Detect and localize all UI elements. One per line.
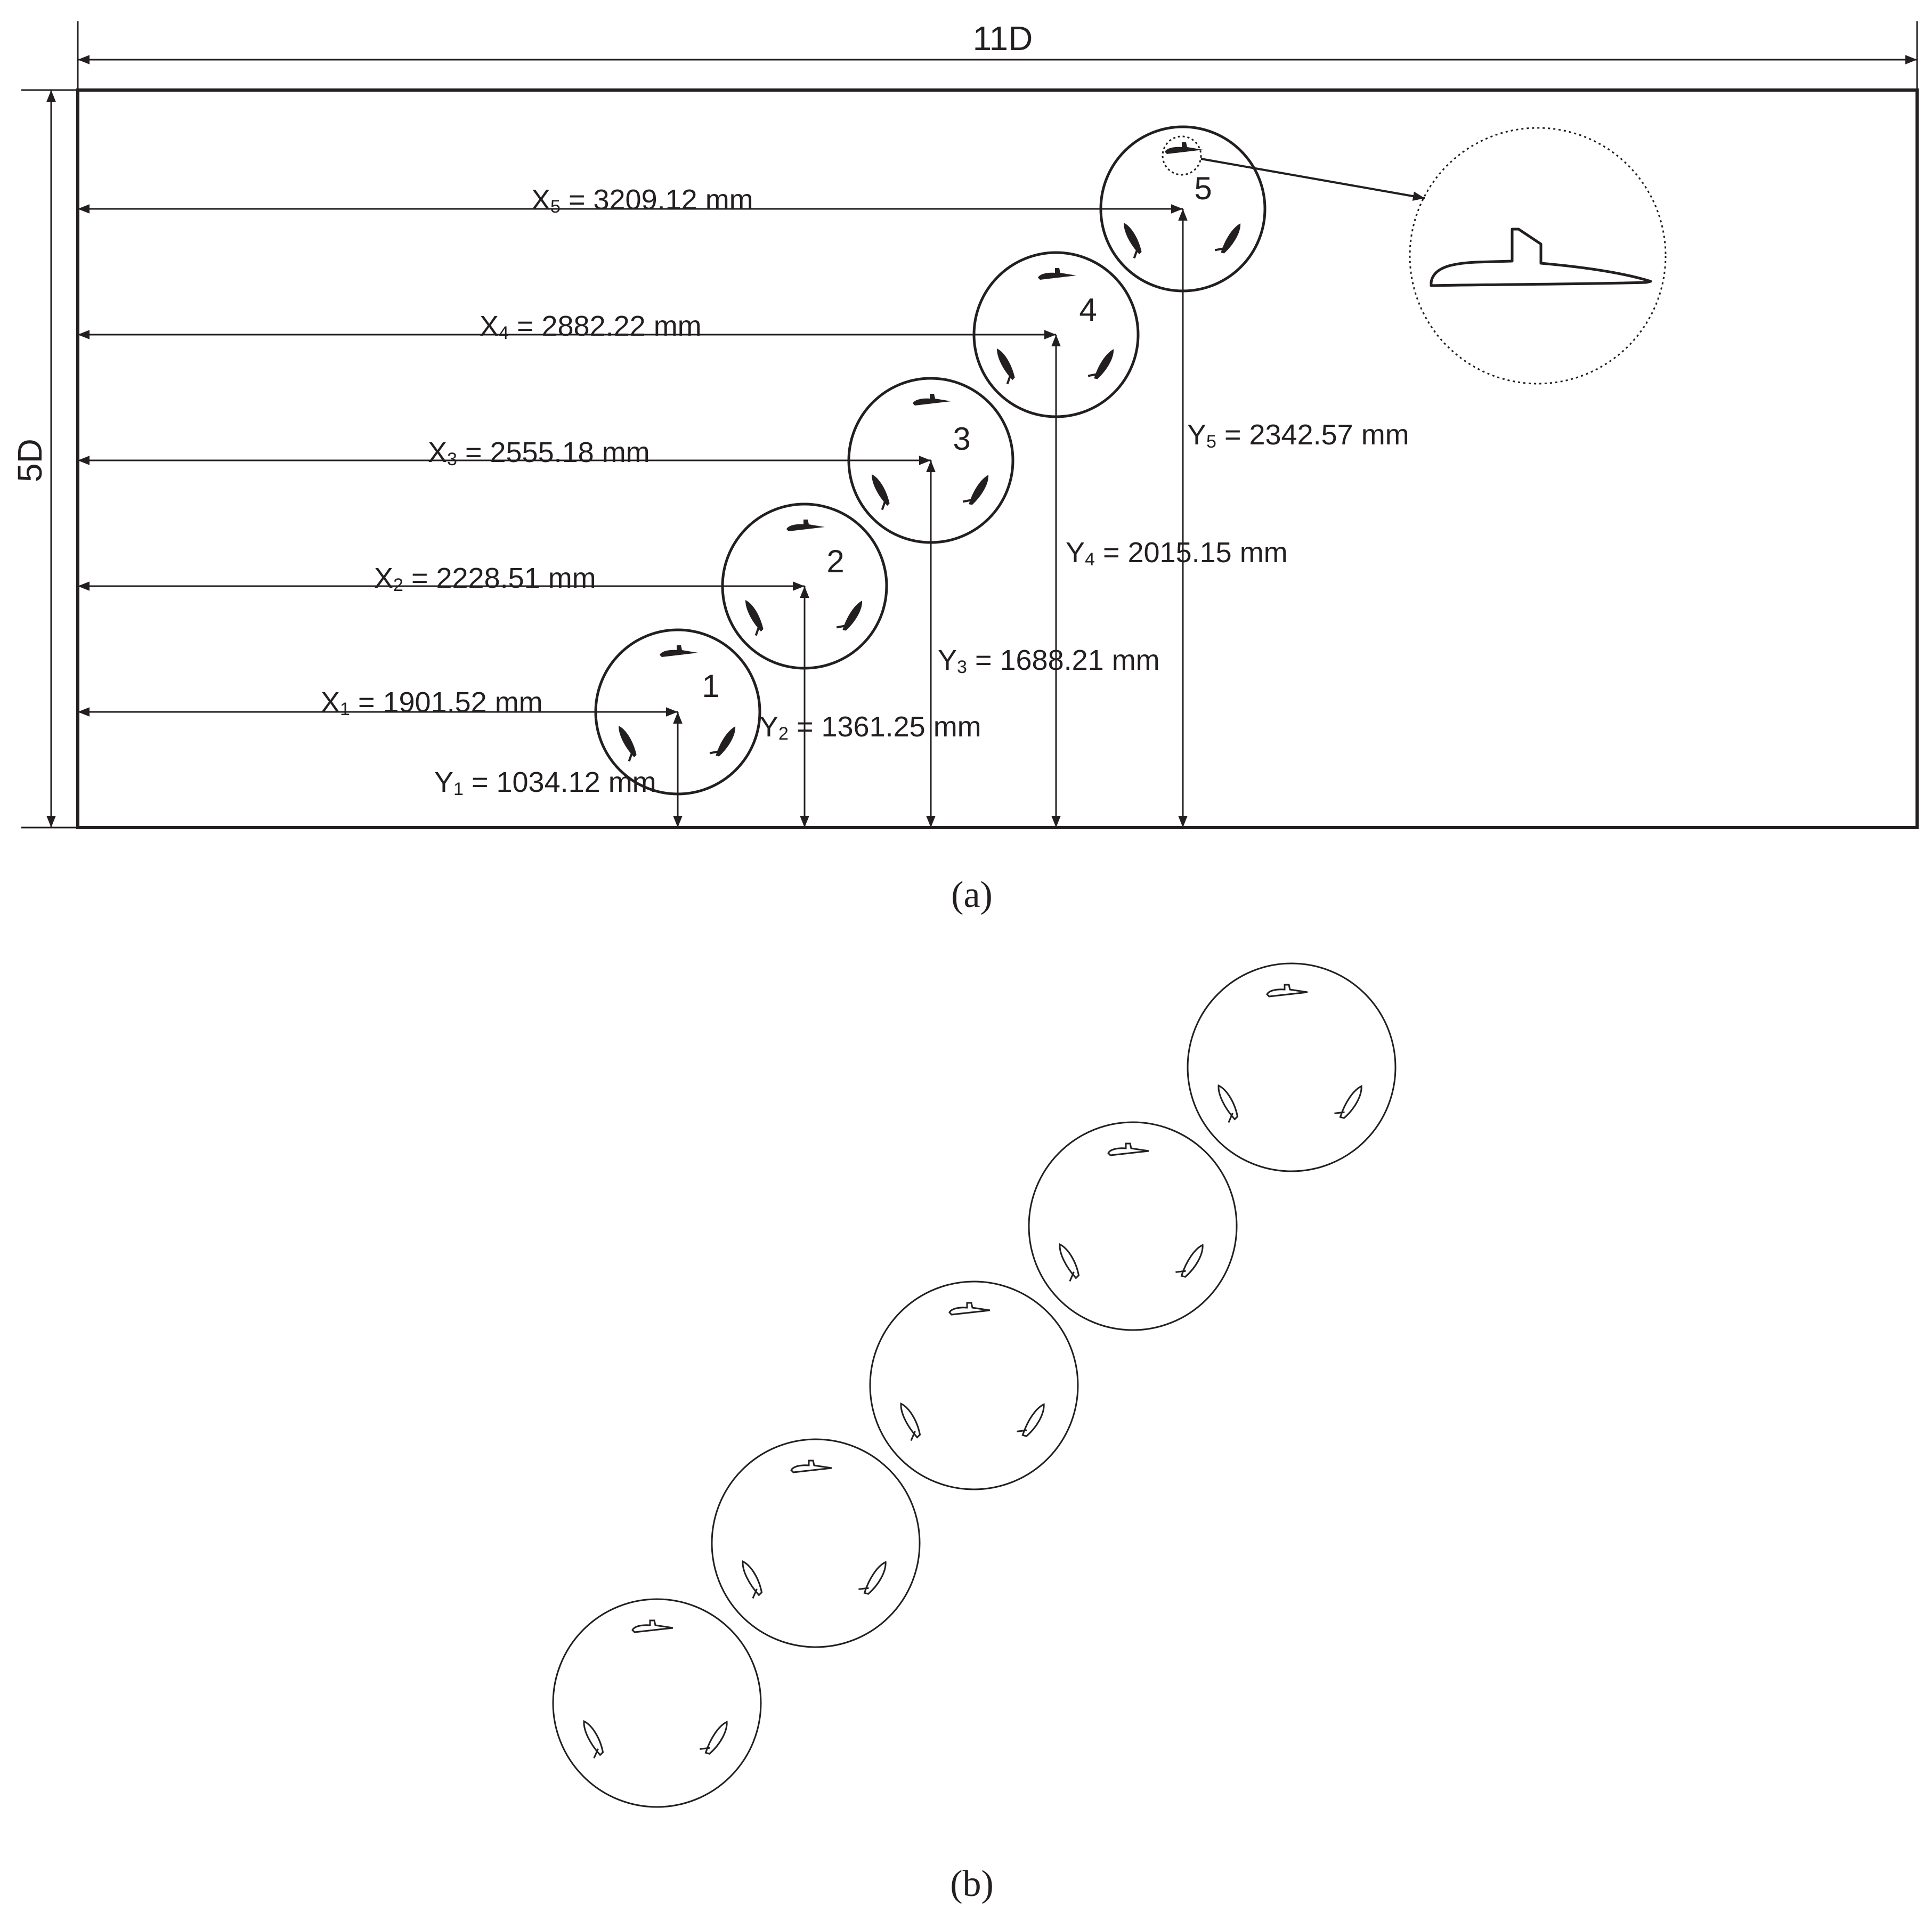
blade-right-icon xyxy=(1214,218,1245,258)
rotor-disk-b xyxy=(552,1598,762,1808)
blade-left-icon xyxy=(991,346,1018,384)
blade-right-icon xyxy=(699,1716,732,1757)
rotor-disk-circle xyxy=(1028,1121,1238,1331)
station-number: 1 xyxy=(702,668,719,704)
station-2: 2 X2 = 2228.51 mm Y2 = 1361.25 mm xyxy=(78,502,981,828)
y-coordinate-label: Y4 = 2015.15 mm xyxy=(1066,537,1288,570)
y-coordinate-label: Y3 = 1688.21 mm xyxy=(938,644,1160,677)
station-4: 4 X4 = 2882.22 mm Y4 = 2015.15 mm xyxy=(78,251,1288,828)
blade-left-icon xyxy=(1117,221,1145,258)
rotor-layout-view xyxy=(552,962,1397,1808)
x-coordinate-label: X2 = 2228.51 mm xyxy=(374,562,596,595)
submarine-icon xyxy=(660,645,698,657)
height-label: 5D xyxy=(11,439,49,482)
submarine-icon xyxy=(790,1460,833,1473)
zoom-source-circle xyxy=(1162,135,1202,176)
panel-b: (b) xyxy=(552,962,1397,1904)
width-label: 11D xyxy=(973,19,1033,58)
zoom-detail-circle xyxy=(1409,127,1667,385)
station-number: 5 xyxy=(1194,171,1212,206)
blade-right-icon xyxy=(857,1557,891,1598)
blade-left-icon xyxy=(1210,1082,1241,1124)
zoom-leader-arrow xyxy=(1200,158,1425,201)
x-coordinate-label: X4 = 2882.22 mm xyxy=(480,310,702,343)
y-coordinate-label: Y5 = 2342.57 mm xyxy=(1187,419,1409,452)
blade-right-icon xyxy=(709,721,740,761)
blade-right-icon xyxy=(835,595,867,635)
blade-left-icon xyxy=(892,1400,924,1442)
blade-right-icon xyxy=(962,469,993,509)
rotor-disk-circle xyxy=(711,1438,921,1648)
caption-a: (a) xyxy=(951,874,993,915)
rotor-disk-circle xyxy=(869,1280,1079,1490)
station-number: 3 xyxy=(953,421,970,457)
submarine-icon xyxy=(913,394,951,406)
x-coordinate-label: X1 = 1901.52 mm xyxy=(321,686,543,719)
submarine-icon xyxy=(631,1619,674,1633)
blade-right-icon xyxy=(1087,344,1118,384)
x-coordinate-label: X5 = 3209.12 mm xyxy=(531,184,753,217)
rotor-disk-circle xyxy=(1187,962,1397,1172)
rotor-disk-circle xyxy=(552,1598,762,1808)
blade-right-icon xyxy=(1016,1399,1049,1440)
blade-right-icon xyxy=(1174,1239,1208,1280)
submarine-icon xyxy=(786,520,825,531)
station-5: 5 X5 = 3209.12 mm Y5 = 2342.57 mm xyxy=(78,125,1409,828)
submarine-icon xyxy=(1107,1142,1150,1156)
submarine-icon xyxy=(1266,984,1309,998)
blade-left-icon xyxy=(575,1718,607,1760)
blade-left-icon xyxy=(739,598,767,635)
blade-left-icon xyxy=(734,1558,766,1600)
caption-b: (b) xyxy=(950,1863,994,1904)
submarine-icon xyxy=(948,1302,991,1316)
station-number: 2 xyxy=(826,544,844,579)
station-1: 1 X1 = 1901.52 mm Y1 = 1034.12 mm xyxy=(78,628,761,828)
blade-right-icon xyxy=(1333,1081,1367,1122)
x-coordinate-label: X3 = 2555.18 mm xyxy=(428,436,650,469)
station-number: 4 xyxy=(1079,292,1097,328)
blade-left-icon xyxy=(612,724,640,761)
rotor-disk-b xyxy=(869,1280,1079,1490)
rotor-disk-b xyxy=(711,1438,921,1648)
submarine-icon xyxy=(1165,142,1203,154)
rotor-disk-b xyxy=(1187,962,1397,1172)
station-3: 3 X3 = 2555.18 mm Y3 = 1688.21 mm xyxy=(78,377,1160,828)
blade-left-icon xyxy=(865,472,893,509)
submarine-icon xyxy=(1038,268,1076,280)
stations: 1 X1 = 1901.52 mm Y1 = 1034.12 mm 2 X2 = 222… xyxy=(78,125,1409,828)
rotor-disk-b xyxy=(1028,1121,1238,1331)
y-coordinate-label: Y1 = 1034.12 mm xyxy=(434,766,656,799)
submarine-detail-icon xyxy=(1430,228,1652,287)
y-coordinate-label: Y2 = 1361.25 mm xyxy=(759,711,981,744)
blade-left-icon xyxy=(1051,1241,1083,1283)
